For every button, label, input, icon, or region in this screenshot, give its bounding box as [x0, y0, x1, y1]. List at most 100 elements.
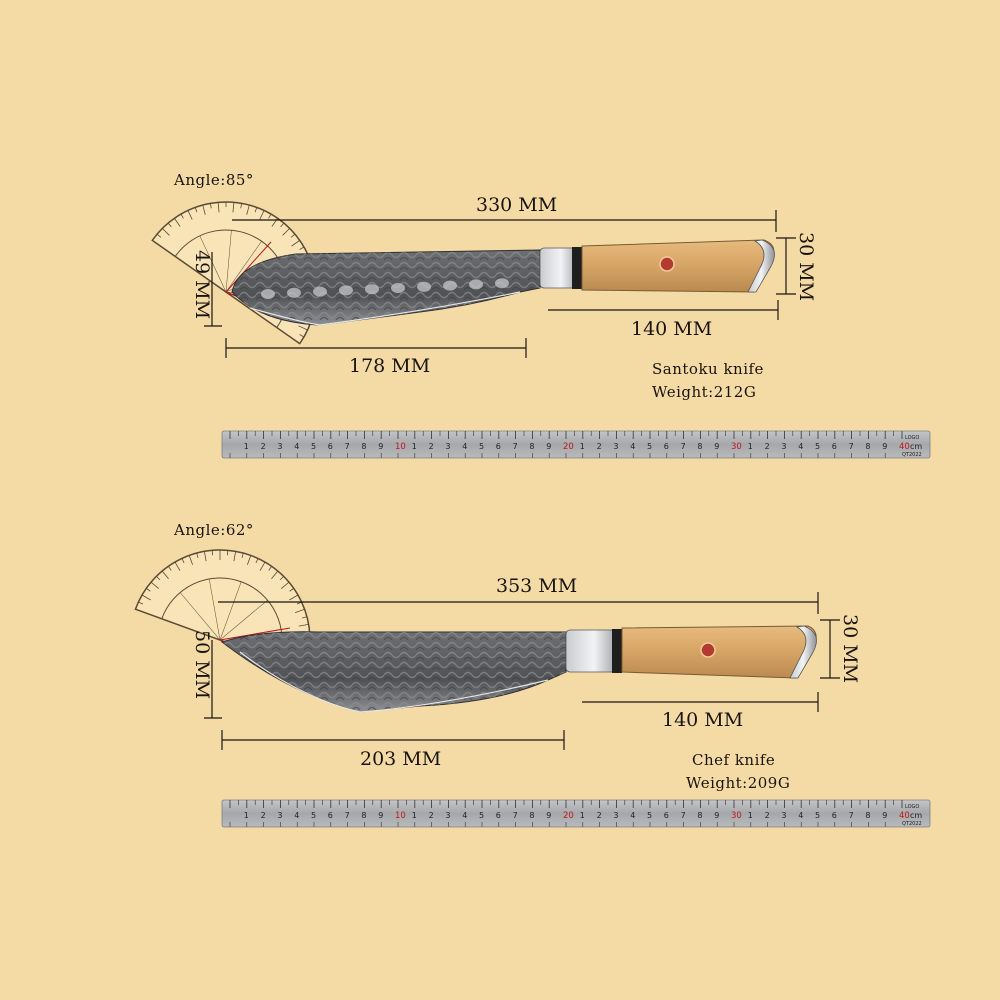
ruler-logo: LOGO: [905, 804, 919, 810]
ruler-tick-label: 1: [748, 811, 753, 820]
ruler-tick-label: 9: [546, 442, 551, 451]
ruler-tick-label: 4: [630, 442, 635, 451]
ruler-tick-label: 3: [781, 811, 786, 820]
ruler-tick-label: 4: [798, 442, 803, 451]
ruler-unit: cm: [910, 442, 922, 451]
ruler-tick-label: 3: [613, 442, 618, 451]
ruler-tick-label: 6: [832, 442, 837, 451]
ruler-tick-label: 3: [277, 442, 282, 451]
ruler-tick-label: 10: [395, 811, 406, 821]
ruler-tick-label: 3: [613, 811, 618, 820]
chef-total-length: 353 MM: [496, 575, 577, 597]
ruler-tick-label: 7: [513, 811, 518, 820]
ruler-tick-label: 40: [899, 442, 910, 452]
santoku-name: Santoku knife: [652, 360, 764, 378]
ruler-tick-label: 8: [529, 442, 534, 451]
ruler-tick-label: 9: [882, 811, 887, 820]
ruler-tick-label: 1: [244, 811, 249, 820]
ruler-tick-label: 1: [748, 442, 753, 451]
ruler-tick-label: 6: [664, 442, 669, 451]
ruler-tick-label: 8: [361, 442, 366, 451]
chef-handle: [621, 625, 817, 679]
chef-emblem: [700, 642, 716, 658]
ruler-tick-label: 9: [714, 811, 719, 820]
ruler-tick-label: 6: [496, 442, 501, 451]
ruler-tick-label: 5: [479, 442, 484, 451]
ruler-tick-label: 1: [412, 811, 417, 820]
ruler-tick-label: 9: [882, 442, 887, 451]
ruler-tick-label: 30: [731, 442, 742, 452]
chef-group: Angle:62° 353 MM 50 MM 203 MM: [134, 521, 861, 792]
ruler-tick-label: 9: [378, 442, 383, 451]
ruler-tick-label: 6: [664, 811, 669, 820]
santoku-group: Angle:85° 330 MM 49 MM: [151, 171, 817, 401]
ruler-tick-label: 5: [647, 442, 652, 451]
chef-blade-height: 50 MM: [191, 630, 213, 699]
ruler-tick-label: 2: [429, 811, 434, 820]
ruler-tick-label: 3: [445, 811, 450, 820]
ruler-tick-label: 4: [294, 811, 299, 820]
ruler-tick-label: 6: [328, 442, 333, 451]
ruler-tick-label: 7: [513, 442, 518, 451]
ruler-tick-label: 7: [849, 442, 854, 451]
ruler-tick-label: 2: [597, 811, 602, 820]
ruler-tick-label: 1: [244, 442, 249, 451]
ruler-tick-label: 30: [731, 811, 742, 821]
ruler-tick-label: 4: [630, 811, 635, 820]
ruler-tick-label: 1: [580, 811, 585, 820]
ruler-tick-label: 20: [563, 442, 574, 452]
santoku-total-length: 330 MM: [476, 194, 557, 216]
ruler-tick-label: 2: [765, 442, 770, 451]
ruler-tick-label: 7: [345, 442, 350, 451]
ruler-tick-label: 9: [546, 811, 551, 820]
ruler-tick-label: 7: [681, 442, 686, 451]
ruler-tick-label: 6: [832, 811, 837, 820]
ruler-code: QT2022: [902, 452, 922, 458]
ruler-tick-label: 7: [345, 811, 350, 820]
ruler-tick-label: 6: [496, 811, 501, 820]
ruler-tick-label: 9: [378, 811, 383, 820]
ruler-tick-label: 2: [429, 442, 434, 451]
ruler-tick-label: 3: [445, 442, 450, 451]
santoku-blade-length: 178 MM: [349, 355, 430, 377]
ruler-tick-label: 4: [798, 811, 803, 820]
ruler-tick-label: 5: [815, 811, 820, 820]
ruler-tick-label: 8: [529, 811, 534, 820]
ruler-tick-label: 8: [865, 811, 870, 820]
ruler-tick-label: 4: [462, 811, 467, 820]
chef-angle-label: Angle:62°: [173, 521, 254, 539]
ruler-logo: LOGO: [905, 435, 919, 441]
ruler-tick-label: 8: [697, 442, 702, 451]
ruler-tick-label: 8: [361, 811, 366, 820]
ruler-tick-label: 8: [697, 811, 702, 820]
santoku-angle-label: Angle:85°: [173, 171, 254, 189]
ruler-tick-label: 20: [563, 811, 574, 821]
ruler-tick-label: 8: [865, 442, 870, 451]
santoku-weight: Weight:212G: [652, 383, 756, 401]
santoku-handle: [581, 239, 775, 293]
ruler-tick-label: 4: [294, 442, 299, 451]
ruler-tick-label: 6: [328, 811, 333, 820]
ruler-tick-label: 9: [714, 442, 719, 451]
ruler-tick-label: 5: [311, 442, 316, 451]
ruler-tick-label: 7: [849, 811, 854, 820]
ruler-tick-label: 1: [580, 442, 585, 451]
chef-height: 30 MM: [839, 614, 861, 683]
ruler-tick-label: 2: [765, 811, 770, 820]
ruler-tick-label: 7: [681, 811, 686, 820]
ruler-tick-label: 3: [781, 442, 786, 451]
ruler-tick-label: 4: [462, 442, 467, 451]
chef-weight: Weight:209G: [686, 774, 790, 792]
ruler-tick-label: 5: [311, 811, 316, 820]
ruler-tick-label: 2: [597, 442, 602, 451]
chef-blade-length: 203 MM: [360, 748, 441, 770]
ruler-tick-label: 5: [479, 811, 484, 820]
ruler-tick-label: 5: [647, 811, 652, 820]
ruler-tick-label: 5: [815, 442, 820, 451]
chef-name: Chef knife: [692, 751, 775, 769]
santoku-blade-height: 49 MM: [191, 250, 213, 319]
ruler-tick-label: 10: [395, 442, 406, 452]
